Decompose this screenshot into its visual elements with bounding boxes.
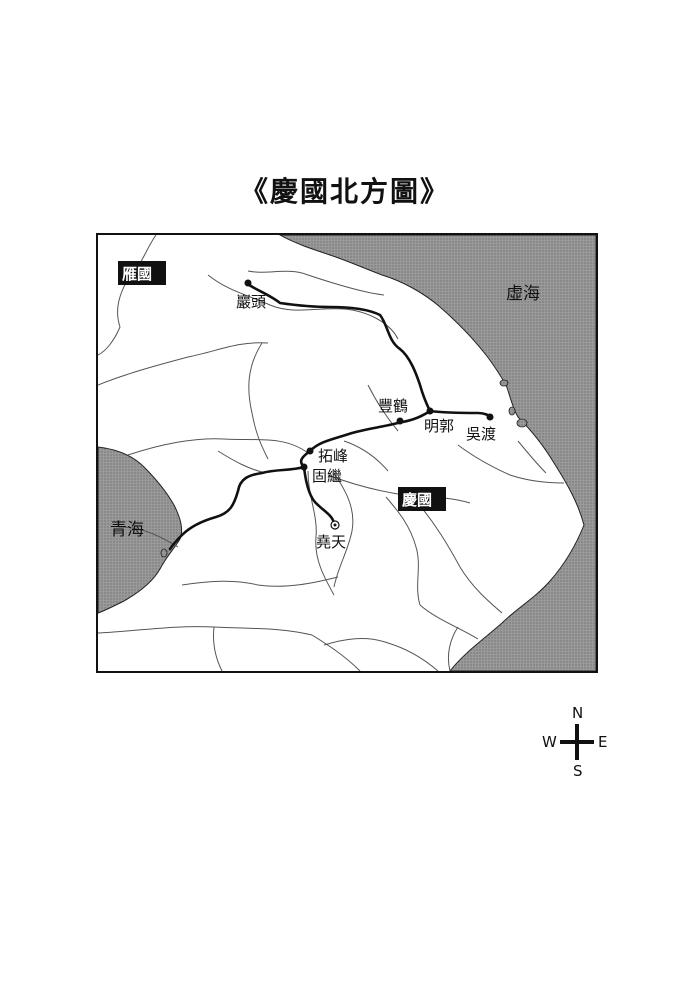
city-marker-wudu[interactable] — [486, 413, 494, 421]
city-label-tuofeng[interactable]: 拓峰 — [318, 447, 348, 465]
compass-east: E — [598, 733, 608, 751]
sea-label-west: 青海 — [110, 520, 144, 540]
city-marker-yantou[interactable] — [244, 279, 252, 287]
city-marker-tuofeng[interactable] — [306, 447, 314, 455]
map-frame[interactable]: 雁國 慶國 虛海 青海 巖頭 豐鶴 明郭 吳渡 拓峰 固繼 堯天 — [96, 233, 598, 673]
compass-west: W — [542, 733, 557, 751]
compass-cross-icon — [560, 724, 594, 760]
capital-dot-icon — [333, 523, 337, 527]
compass-south: S — [573, 762, 583, 780]
main-road — [168, 281, 494, 551]
city-label-wudu[interactable]: 吳渡 — [466, 425, 496, 443]
city-marker-mingguo[interactable] — [426, 407, 434, 415]
compass-rose: N W E S — [538, 702, 614, 782]
island — [516, 418, 528, 428]
island — [508, 406, 516, 416]
map-title: 《慶國北方圖》 — [239, 175, 450, 208]
city-label-guji[interactable]: 固繼 — [312, 467, 342, 485]
map-canvas[interactable]: 雁國 慶國 虛海 青海 巖頭 豐鶴 明郭 吳渡 拓峰 固繼 堯天 — [98, 235, 596, 671]
city-marker-fenghe[interactable] — [396, 417, 404, 425]
country-label-bg-north-west — [118, 261, 166, 285]
city-label-fenghe[interactable]: 豐鶴 — [378, 397, 408, 415]
compass-north: N — [572, 704, 584, 722]
city-label-yantou[interactable]: 巖頭 — [236, 293, 266, 311]
city-label-yaotian[interactable]: 堯天 — [316, 533, 346, 551]
country-label-main[interactable]: 慶國 — [402, 491, 432, 509]
country-label-bg-main — [398, 487, 446, 511]
island — [499, 379, 509, 387]
city-label-mingguo[interactable]: 明郭 — [424, 417, 454, 435]
sea-label-north-east: 虛海 — [506, 284, 540, 304]
city-marker-guji[interactable] — [300, 463, 308, 471]
country-label-north-west[interactable]: 雁國 — [122, 265, 152, 283]
island — [160, 548, 168, 558]
